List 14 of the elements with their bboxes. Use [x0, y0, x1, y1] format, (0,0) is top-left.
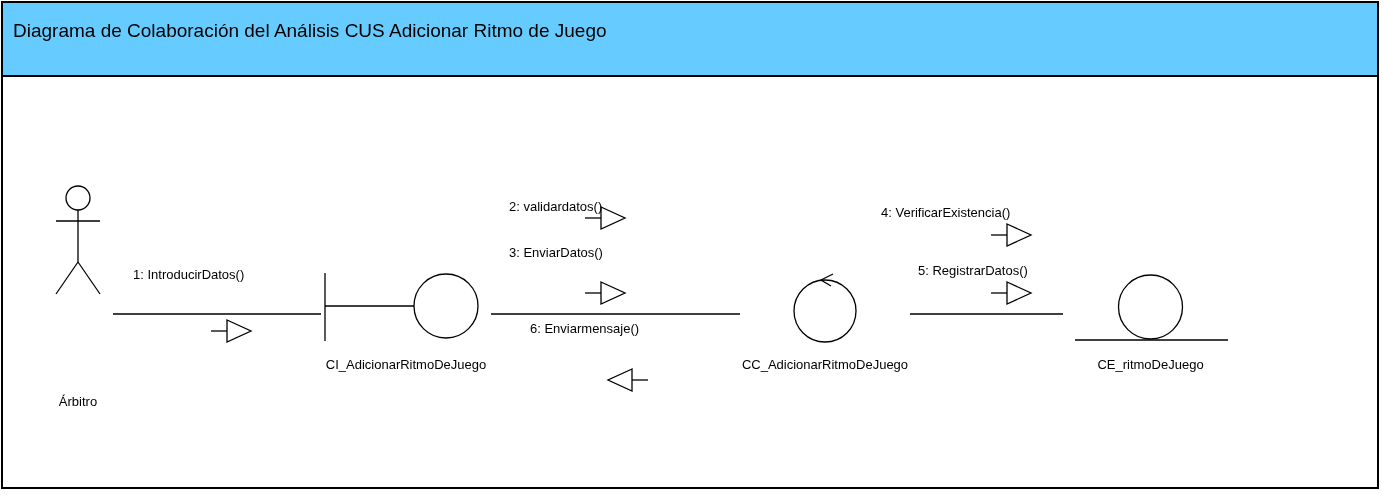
- class-name: CC_AdicionarRitmoDeJuego: [741, 357, 909, 372]
- class-name: CI_AdicionarRitmoDeJuego: [325, 357, 487, 372]
- message-label: 1: IntroducirDatos(): [133, 267, 245, 282]
- class-name: CE_ritmoDeJuego: [1097, 357, 1204, 372]
- association-line: [909, 313, 1064, 315]
- association-line: [112, 313, 322, 315]
- class-name: Árbitro: [58, 394, 98, 409]
- message-label: 3: EnviarDatos(): [509, 245, 603, 260]
- diagram-title: Diagrama de Colaboración del Análisis CUS Adicionar Ritmo de Juego: [13, 20, 607, 42]
- message-label: 4: VerificarExistencia(): [881, 205, 1011, 220]
- message-label: 6: Enviarmensaje(): [530, 321, 640, 336]
- association-line: [490, 313, 741, 315]
- message-label: 2: validardatos(): [509, 199, 603, 214]
- message-label: 5: RegistrarDatos(): [918, 263, 1028, 278]
